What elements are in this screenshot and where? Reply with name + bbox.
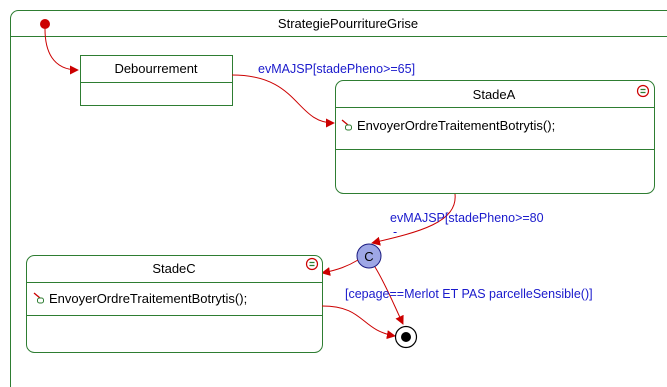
- state-debourrement[interactable]: Debourrement: [80, 55, 233, 106]
- final-state[interactable]: [394, 325, 418, 349]
- state-name-stadea: StadeA: [473, 87, 516, 102]
- entry-action-icon: [33, 292, 44, 304]
- state-name-debourrement: Debourrement: [114, 61, 197, 76]
- trigger-label-a-to-c: evMAJSP[stadePheno>=80: [390, 211, 544, 225]
- state-name-stadec: StadeC: [152, 261, 195, 276]
- history-icon: [636, 84, 650, 98]
- history-icon: [305, 257, 319, 271]
- connector-label: C: [364, 249, 373, 264]
- entry-action-stadea: EnvoyerOrdreTraitementBotrytis();: [357, 118, 555, 133]
- transition-connector-to-final[interactable]: [374, 266, 404, 325]
- entry-action-icon: [341, 119, 352, 131]
- transition-stadea-to-connector[interactable]: [371, 193, 456, 246]
- initial-pseudostate[interactable]: [40, 19, 50, 29]
- condition-connector[interactable]: C: [356, 243, 382, 269]
- trigger-label-deb-to-a: evMAJSP[stadePheno>=65]: [258, 62, 415, 76]
- entry-action-stadec: EnvoyerOrdreTraitementBotrytis();: [49, 291, 247, 306]
- transition-stadec-to-final[interactable]: [321, 305, 396, 340]
- transition-connector-to-stadec[interactable]: [321, 259, 359, 276]
- transition-debourrement-to-stadea[interactable]: [231, 74, 335, 128]
- statechart-title: StrategiePourritureGrise: [278, 16, 418, 31]
- state-stadec[interactable]: StadeC EnvoyerOrdreTraitementBotrytis();: [26, 255, 323, 353]
- trigger-label-a-to-c-suffix: -: [393, 225, 397, 239]
- guard-label-connector-to-final: [cepage==Merlot ET PAS parcelleSensible(…: [345, 287, 593, 301]
- initial-transition[interactable]: [44, 28, 79, 75]
- state-stadea[interactable]: StadeA EnvoyerOrdreTraitementBotrytis();: [335, 80, 655, 194]
